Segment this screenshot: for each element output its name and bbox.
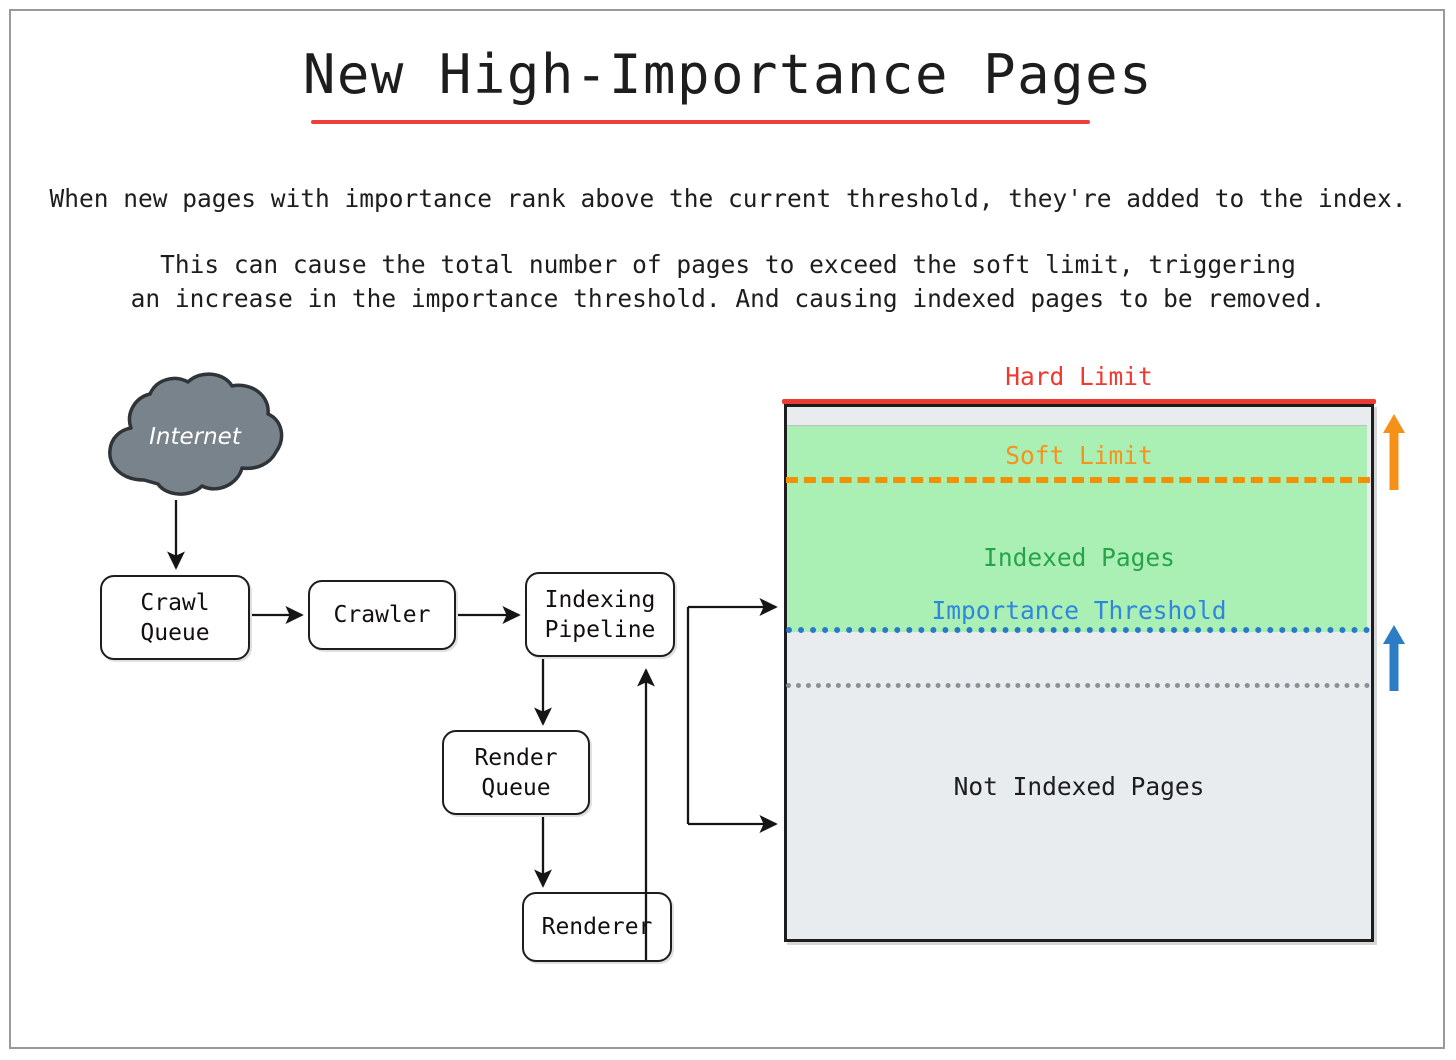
intro-paragraph-2: This can cause the total number of pages…: [130, 250, 1326, 313]
index-capacity-panel: Hard Limit Soft Limit Indexed Pages Impo…: [782, 362, 1405, 942]
indexed-pages-label: Indexed Pages: [983, 543, 1175, 572]
soft-limit-rise-arrow: [1383, 414, 1405, 490]
previous-threshold-line: [786, 683, 1370, 688]
node-renderer[interactable]: Renderer: [522, 892, 672, 962]
intro-paragraph-1: When new pages with importance rank abov…: [49, 184, 1407, 213]
not-indexed-pages-label: Not Indexed Pages: [953, 772, 1205, 801]
indexed-pages-fill: [787, 425, 1367, 632]
node-crawl-queue[interactable]: Crawl Queue: [100, 575, 250, 660]
importance-threshold-label: Importance Threshold: [931, 596, 1227, 625]
threshold-rise-arrow: [1383, 625, 1405, 691]
panel-indicator-arrows: [1383, 414, 1405, 691]
soft-limit-line: [786, 477, 1370, 483]
flowchart-connectors: [167, 500, 778, 960]
node-render-queue[interactable]: Render Queue: [442, 730, 590, 815]
hard-limit-label: Hard Limit: [1005, 362, 1153, 391]
node-crawler[interactable]: Crawler: [308, 580, 456, 650]
importance-threshold-line: [786, 627, 1370, 633]
node-indexing-pipeline[interactable]: Indexing Pipeline: [525, 572, 675, 657]
title-underline: [311, 120, 1090, 124]
page-title: New High-Importance Pages: [302, 43, 1154, 106]
hard-limit-line: [782, 399, 1376, 404]
crawl-pipeline-flowchart: Internet Crawl Queue Crawler Indexing Pi…: [100, 372, 778, 962]
cloud-icon: [108, 372, 284, 496]
soft-limit-label: Soft Limit: [1005, 441, 1153, 470]
internet-cloud: Internet: [100, 372, 290, 500]
